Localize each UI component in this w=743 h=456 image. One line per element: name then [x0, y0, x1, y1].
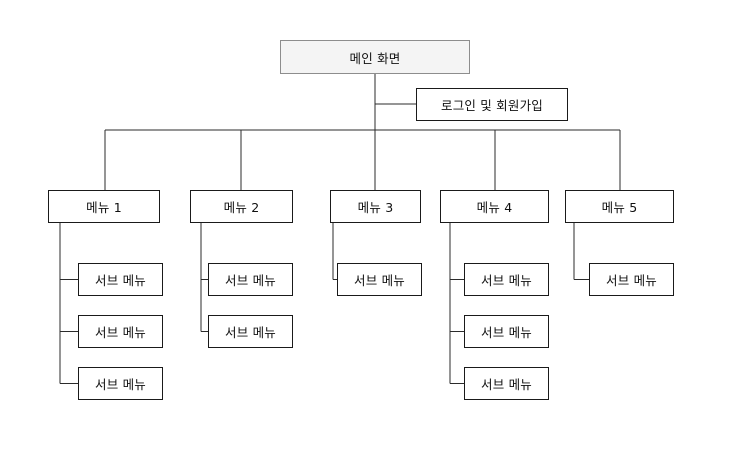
node-menu-4-label: 메뉴 4	[476, 200, 513, 215]
node-menu-1-sub-1-label: 서브 메뉴	[95, 273, 146, 288]
node-menu-1-sub-2[interactable]: 서브 메뉴	[78, 315, 163, 348]
node-menu-5-sub-1[interactable]: 서브 메뉴	[589, 263, 674, 296]
node-menu-1-sub-3-label: 서브 메뉴	[95, 377, 146, 392]
node-menu-3-sub-1-label: 서브 메뉴	[354, 273, 405, 288]
node-menu-1-sub-3[interactable]: 서브 메뉴	[78, 367, 163, 400]
node-login-signup[interactable]: 로그인 및 회원가입	[416, 88, 568, 121]
node-menu-4-sub-2-label: 서브 메뉴	[481, 325, 532, 340]
node-menu-2-sub-1-label: 서브 메뉴	[225, 273, 276, 288]
node-login-signup-label: 로그인 및 회원가입	[441, 98, 543, 113]
node-menu-4-sub-1-label: 서브 메뉴	[481, 273, 532, 288]
node-menu-3-label: 메뉴 3	[357, 200, 394, 215]
node-menu-4-sub-3-label: 서브 메뉴	[481, 377, 532, 392]
node-menu-1-sub-2-label: 서브 메뉴	[95, 325, 146, 340]
node-main-screen-label: 메인 화면	[349, 50, 401, 66]
node-menu-5-label: 메뉴 5	[601, 200, 638, 215]
node-menu-5[interactable]: 메뉴 5	[565, 190, 674, 223]
node-menu-1-sub-1[interactable]: 서브 메뉴	[78, 263, 163, 296]
node-menu-4-sub-2[interactable]: 서브 메뉴	[464, 315, 549, 348]
node-menu-4-sub-3[interactable]: 서브 메뉴	[464, 367, 549, 400]
node-menu-1-label: 메뉴 1	[86, 200, 122, 215]
node-menu-2-label: 메뉴 2	[223, 200, 260, 215]
node-menu-1[interactable]: 메뉴 1	[48, 190, 160, 223]
node-menu-2-sub-1[interactable]: 서브 메뉴	[208, 263, 293, 296]
node-menu-4-sub-1[interactable]: 서브 메뉴	[464, 263, 549, 296]
node-menu-2-sub-2[interactable]: 서브 메뉴	[208, 315, 293, 348]
node-menu-5-sub-1-label: 서브 메뉴	[606, 273, 657, 288]
node-menu-3-sub-1[interactable]: 서브 메뉴	[337, 263, 422, 296]
node-menu-2-sub-2-label: 서브 메뉴	[225, 325, 276, 340]
node-menu-4[interactable]: 메뉴 4	[440, 190, 549, 223]
node-menu-3[interactable]: 메뉴 3	[330, 190, 421, 223]
node-main-screen[interactable]: 메인 화면	[280, 40, 470, 74]
node-menu-2[interactable]: 메뉴 2	[190, 190, 293, 223]
